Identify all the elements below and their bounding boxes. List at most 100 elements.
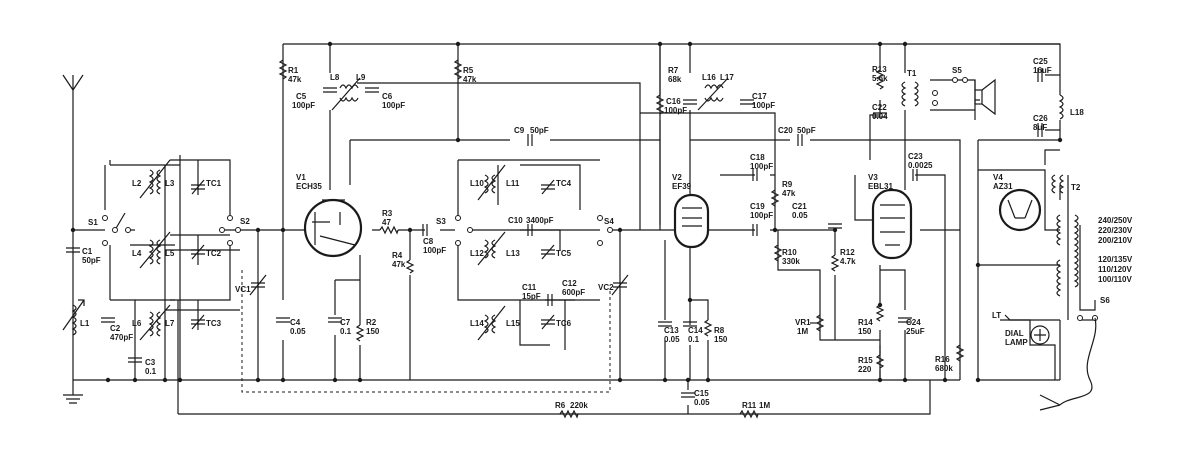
tap-240: 240/250V <box>1098 216 1133 225</box>
value-r12: 4.7k <box>840 257 856 266</box>
value-r13: 5.6k <box>872 74 888 83</box>
label-t1: T1 <box>907 69 917 78</box>
value-c14: 0.1 <box>688 335 700 344</box>
label-l18: L18 <box>1070 108 1084 117</box>
value-r6: 220k <box>570 401 588 410</box>
label-r10: R10 <box>782 248 797 257</box>
label-r16: R16 <box>935 355 950 364</box>
label-t2: T2 <box>1071 183 1081 192</box>
label-c22: C22 <box>872 103 887 112</box>
label-r3: R3 <box>382 209 393 218</box>
label-r2: R2 <box>366 318 377 327</box>
label-r9: R9 <box>782 180 793 189</box>
value-r4: 47k <box>392 260 406 269</box>
label-s4: S4 <box>604 217 614 226</box>
value-r15: 220 <box>858 365 872 374</box>
tap-120: 120/135V <box>1098 255 1133 264</box>
label-l14: L14 <box>470 319 484 328</box>
value-r3: 47 <box>382 218 391 227</box>
label-r13: R13 <box>872 65 887 74</box>
label-c21: C21 <box>792 202 807 211</box>
tap-220: 220/230V <box>1098 226 1133 235</box>
label-c24: C24 <box>906 318 921 327</box>
label-tc1: TC1 <box>206 179 222 188</box>
label-l17: L17 <box>720 73 734 82</box>
label-tc2: TC2 <box>206 249 222 258</box>
value-r1: 47k <box>288 75 302 84</box>
value-c23: 0.0025 <box>908 161 933 170</box>
value-c21: 0.05 <box>792 211 808 220</box>
label-c17: C17 <box>752 92 767 101</box>
label-tc3: TC3 <box>206 319 222 328</box>
value-c17: 100pF <box>752 101 775 110</box>
label-c15: C15 <box>694 389 709 398</box>
label-c25: C25 <box>1033 57 1048 66</box>
label-l12: L12 <box>470 249 484 258</box>
value-c6: 100pF <box>382 101 405 110</box>
tap-200: 200/210V <box>1098 236 1133 245</box>
value-c26: 8uF <box>1033 123 1047 132</box>
value-r10: 330k <box>782 257 800 266</box>
label-l7: L7 <box>165 319 175 328</box>
label-l8: L8 <box>330 73 340 82</box>
tube-v1-ech35 <box>303 198 363 258</box>
resistor-symbols <box>278 59 965 419</box>
type-v2: EF39 <box>672 182 692 191</box>
label-c7: C7 <box>340 318 351 327</box>
value-c11: 15pF <box>522 292 541 301</box>
value-c8: 100pF <box>423 246 446 255</box>
label-c3: C3 <box>145 358 156 367</box>
tube-v3-ebl31 <box>871 188 913 260</box>
value-c19: 100pF <box>750 211 773 220</box>
label-l11: L11 <box>506 179 520 188</box>
label-r4: R4 <box>392 251 403 260</box>
label-l6: L6 <box>132 319 142 328</box>
label-c2: C2 <box>110 324 121 333</box>
label-c5: C5 <box>296 92 307 101</box>
value-r14: 150 <box>858 327 872 336</box>
label-s5: S5 <box>952 66 962 75</box>
label-v2: V2 <box>672 173 682 182</box>
capacitor-symbols <box>66 68 1043 398</box>
value-c15: 0.05 <box>694 398 710 407</box>
label-c20: C20 <box>778 126 793 135</box>
value-c24: 25uF <box>906 327 925 336</box>
label-r15: R15 <box>858 356 873 365</box>
value-c1: 50pF <box>82 256 101 265</box>
value-r16: 680k <box>935 364 953 373</box>
label-s2: S2 <box>240 217 250 226</box>
label-lamp: LAMP <box>1005 338 1028 347</box>
label-vc2: VC2 <box>598 283 614 292</box>
value-c5: 100pF <box>292 101 315 110</box>
label-c18: C18 <box>750 153 765 162</box>
value-c18: 100pF <box>750 162 773 171</box>
label-r11: R11 <box>742 401 757 410</box>
label-r12: R12 <box>840 248 855 257</box>
label-vc1: VC1 <box>235 285 251 294</box>
value-c10: 3400pF <box>526 216 554 225</box>
trimmer-symbols <box>191 179 629 330</box>
value-c20: 50pF <box>797 126 816 135</box>
label-l5: L5 <box>165 249 175 258</box>
label-c11: C11 <box>522 283 537 292</box>
value-c9: 50pF <box>530 126 549 135</box>
speaker-icon <box>974 78 996 116</box>
label-r1: R1 <box>288 66 299 75</box>
value-c2: 470pF <box>110 333 133 342</box>
label-c10: C10 <box>508 216 523 225</box>
value-r5: 47k <box>463 75 477 84</box>
value-r11: 1M <box>759 401 770 410</box>
label-c9: C9 <box>514 126 525 135</box>
label-r8: R8 <box>714 326 725 335</box>
label-c1: C1 <box>82 247 93 256</box>
type-v3: EBL31 <box>868 182 893 191</box>
label-c26: C26 <box>1033 114 1048 123</box>
label-l16: L16 <box>702 73 716 82</box>
label-c16: C16 <box>666 97 681 106</box>
value-c12: 600pF <box>562 288 585 297</box>
value-c25: 16uF <box>1033 66 1052 75</box>
value-r9: 47k <box>782 189 796 198</box>
component-labels: L1 C1 50pF C2 470pF C3 0.1 S1 S2 L2 L3 L… <box>80 57 1133 410</box>
label-lt: LT <box>992 311 1001 320</box>
